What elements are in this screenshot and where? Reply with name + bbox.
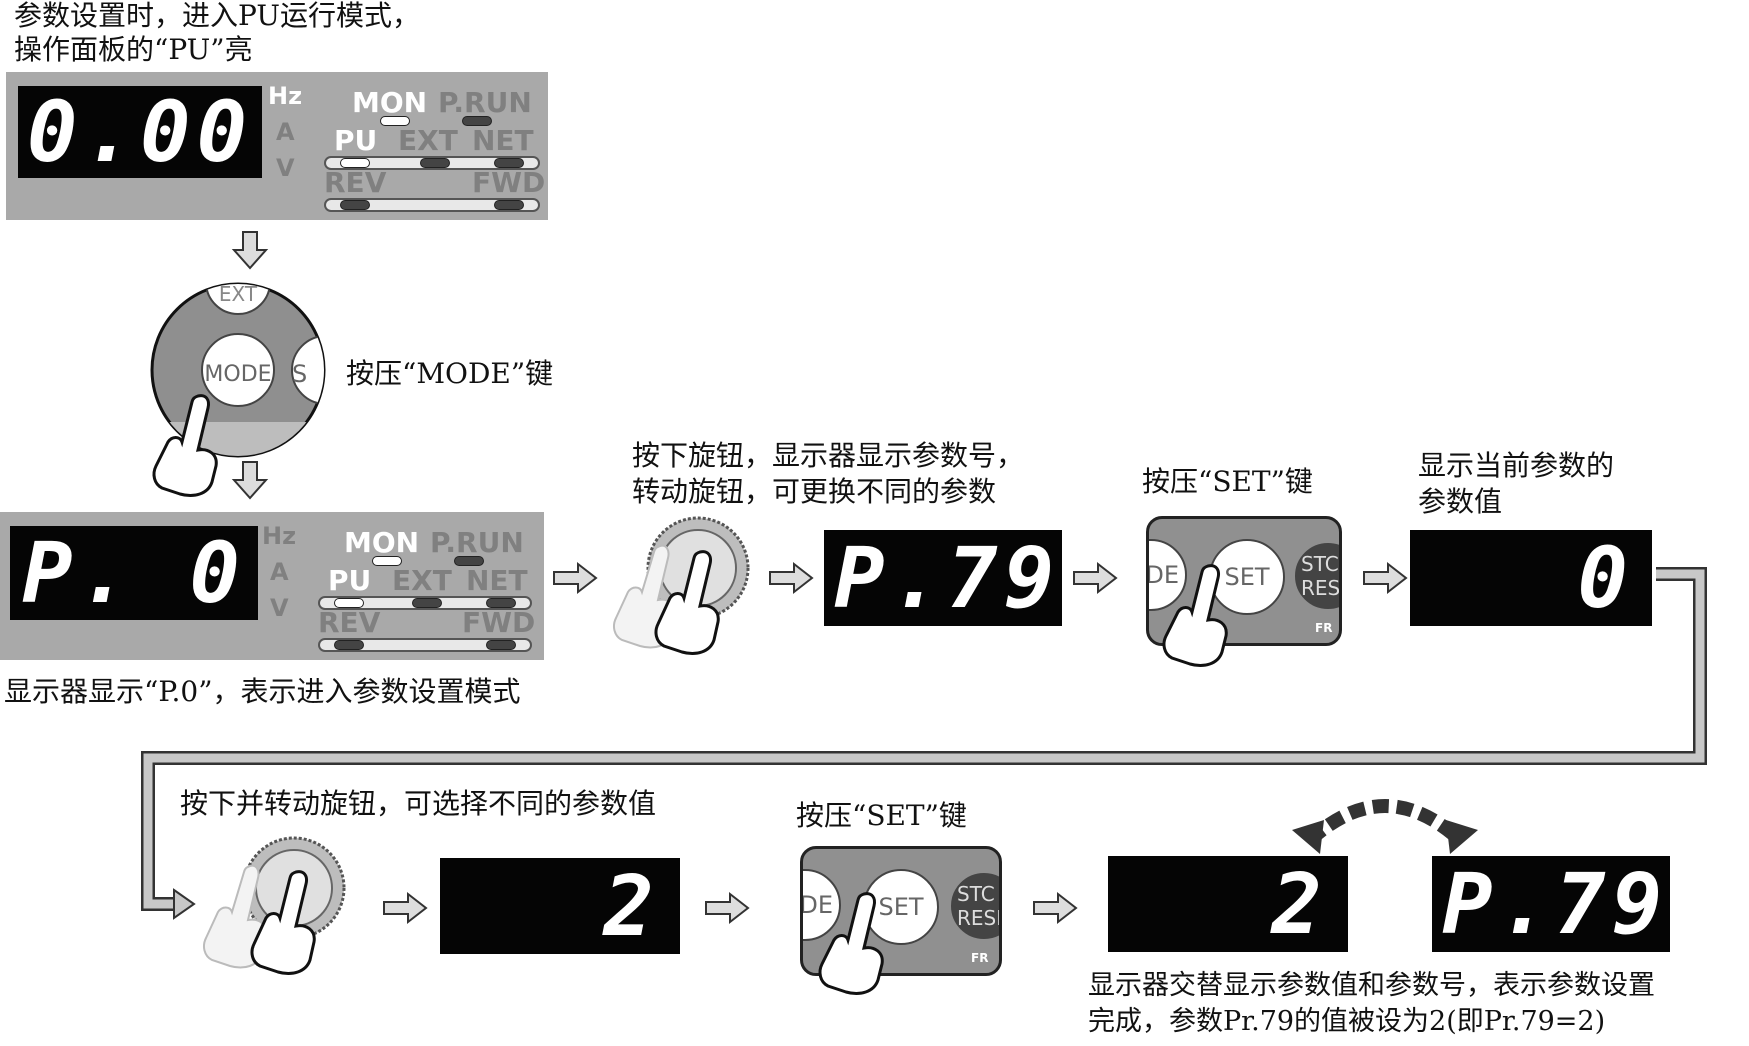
hz-indicator: Hz <box>268 82 303 110</box>
display-param-prefix: P. <box>834 529 948 627</box>
right-arrow-icon <box>1363 561 1408 595</box>
display-param-prefix: P. <box>22 524 136 622</box>
net-led <box>494 158 524 168</box>
down-arrow-icon <box>231 231 269 270</box>
stop-key-label: STC <box>1301 552 1339 576</box>
pu-label: PU <box>328 564 372 597</box>
caption-display-p0: 显示器显示“P.0”，表示进入参数设置模式 <box>4 675 521 708</box>
set-key[interactable]: SET <box>863 869 939 945</box>
display-current-value: 0 <box>1410 529 1652 627</box>
right-arrow-icon <box>553 561 598 595</box>
display-param-number: 79 <box>947 529 1061 627</box>
mon-led <box>372 556 402 566</box>
right-arrow-icon <box>769 561 814 595</box>
operation-panel-pu: 0.00 Hz A V MON P.RUN PU EXT NET REV FWD <box>6 72 548 220</box>
pu-led <box>334 598 364 608</box>
ext-led <box>420 158 450 168</box>
set-keypad-closeup: ODE SET STC RESI FR <box>800 846 1002 976</box>
stop-reset-key[interactable]: STC RESI <box>1295 543 1342 609</box>
display-select-value: 2 <box>440 857 680 955</box>
reset-key-label: RESI <box>1301 576 1342 600</box>
caption-press-mode: 按压“MODE”键 <box>346 357 554 390</box>
prun-label: P.RUN <box>430 526 524 559</box>
mon-led <box>380 116 410 126</box>
display-value: 0.00 <box>26 83 254 181</box>
rev-label: REV <box>318 606 381 639</box>
ext-label: EXT <box>398 124 458 157</box>
s-key-label: S <box>292 360 308 388</box>
display-value: 2 <box>603 857 660 955</box>
rotary-knob-icon[interactable] <box>610 516 760 676</box>
display-param-number: 79 <box>1555 855 1669 953</box>
hand-pointer-icon <box>818 892 884 995</box>
caption-current-value-line2: 参数值 <box>1418 485 1503 518</box>
prun-led <box>462 116 492 126</box>
reset-key-label: RESI <box>957 906 1002 930</box>
fr-label: FR <box>971 951 989 965</box>
operation-panel-param-mode: P. 0 Hz A V MON P.RUN PU EXT NET REV FWD <box>0 512 544 660</box>
hz-indicator: Hz <box>262 522 297 550</box>
net-label: NET <box>472 124 534 157</box>
fwd-label: FWD <box>472 166 546 199</box>
right-arrow-icon <box>383 891 428 925</box>
mon-label: MON <box>352 86 428 119</box>
caption-press-set-1: 按压“SET”键 <box>1142 465 1313 498</box>
caption-knob-line1: 按下旋钮，显示器显示参数号， <box>632 439 1025 472</box>
caption-knob-select: 按下并转动旋钮，可选择不同的参数值 <box>180 787 657 820</box>
prun-label: P.RUN <box>438 86 532 119</box>
a-indicator: A <box>270 558 289 586</box>
display-value: 0 <box>1577 529 1634 627</box>
display-value: 2 <box>1271 855 1328 953</box>
fwd-label: FWD <box>462 606 536 639</box>
ext-key-label: EXT <box>218 282 258 306</box>
mode-key[interactable]: MODE <box>204 362 272 387</box>
right-arrow-icon <box>1073 561 1118 595</box>
set-key[interactable]: SET <box>1209 539 1285 615</box>
set-keypad-closeup: ODE SET STC RESI FR <box>1146 516 1342 646</box>
pu-label: PU <box>334 124 378 157</box>
net-led <box>486 598 516 608</box>
caption-current-value-line1: 显示当前参数的 <box>1418 449 1615 482</box>
prun-led <box>454 556 484 566</box>
caption-press-set-2: 按压“SET”键 <box>796 799 967 832</box>
display-p0: P. 0 <box>10 524 258 622</box>
fwd-led <box>494 200 524 210</box>
direction-led-bar <box>324 198 540 212</box>
stop-key-label: STC <box>957 882 995 906</box>
stop-reset-key[interactable]: STC RESI <box>951 873 1002 939</box>
right-arrow-icon <box>705 891 750 925</box>
fr-label: FR <box>1315 621 1333 635</box>
down-arrow-icon <box>231 461 269 500</box>
display-param-prefix: P. <box>1442 855 1556 953</box>
right-arrow-icon <box>1033 891 1078 925</box>
hand-pointer-icon <box>152 394 218 497</box>
caption-knob-line2: 转动旋钮，可更换不同的参数 <box>632 475 997 508</box>
mon-label: MON <box>344 526 420 559</box>
flow-connector-line <box>141 567 1707 920</box>
caption-final-line2: 完成，参数Pr.79的值被设为2(即Pr.79=2) <box>1088 1006 1606 1037</box>
a-indicator: A <box>276 118 295 146</box>
display-alternate-param: P. 79 <box>1432 855 1670 953</box>
pu-led <box>340 158 370 168</box>
fwd-led <box>486 640 516 650</box>
caption-final-line1: 显示器交替显示参数值和参数号，表示参数设置 <box>1088 970 1655 1001</box>
rotary-knob-icon[interactable] <box>200 836 350 996</box>
direction-led-bar <box>318 638 532 652</box>
net-label: NET <box>466 564 528 597</box>
v-indicator: V <box>270 594 289 622</box>
ext-label: EXT <box>392 564 452 597</box>
v-indicator: V <box>276 154 295 182</box>
display-param-number: 0 <box>189 524 246 622</box>
ext-led <box>412 598 442 608</box>
rev-label: REV <box>324 166 387 199</box>
alternating-arrow-icon <box>1292 799 1478 854</box>
display-alternate-value: 2 <box>1108 855 1348 953</box>
display-p79: P. 79 <box>824 529 1062 627</box>
caption-pu-mode-line1: 参数设置时，进入PU运行模式， <box>14 0 420 32</box>
caption-pu-mode-line2: 操作面板的“PU”亮 <box>14 33 253 66</box>
rev-led <box>340 200 370 210</box>
hand-pointer-icon <box>1162 564 1228 667</box>
rev-led <box>334 640 364 650</box>
display-0.00: 0.00 <box>18 83 262 181</box>
